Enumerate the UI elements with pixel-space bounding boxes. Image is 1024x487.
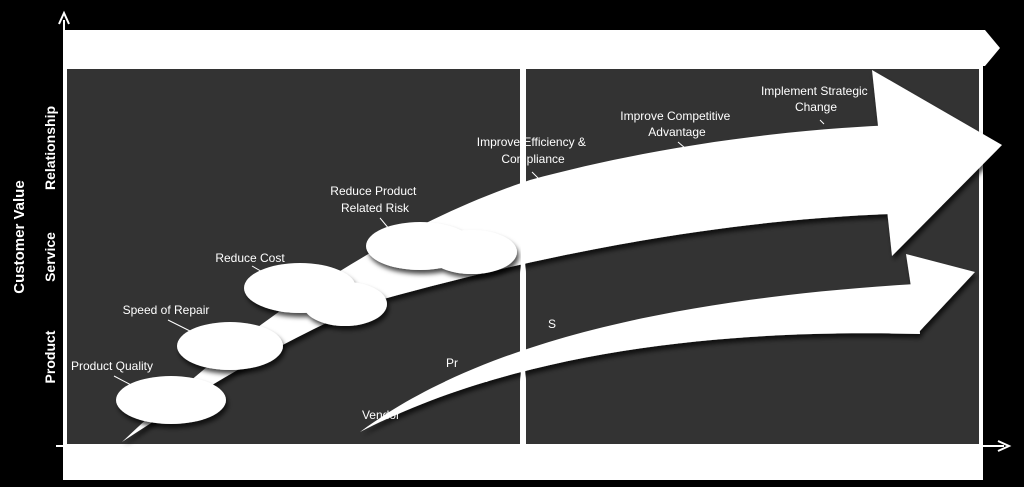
lower-label-partner-fragment: Pr — [446, 356, 458, 370]
bottom-bar — [63, 446, 983, 480]
milestone-label-competitive: Improve Competitive Advantage — [620, 109, 733, 139]
level-label-service: Service — [42, 232, 58, 282]
milestone-label-reduce-risk: Reduce Product Related Risk — [330, 184, 419, 215]
lower-label-s-fragment: S — [548, 317, 556, 331]
bubble-product-quality — [116, 376, 226, 424]
lower-label-supplier-fragment: pplier — [460, 371, 489, 385]
lower-growth-arrow — [360, 254, 975, 432]
milestone-label-efficiency: Improve Efficiency & Compliance — [477, 135, 590, 166]
milestone-label-reduce-cost: Reduce Cost — [215, 251, 285, 265]
bubble-reduce-cost-b — [303, 282, 387, 326]
y-axis-title: Customer Value — [11, 180, 28, 293]
bubble-speed-of-repair — [177, 322, 283, 370]
leader-lines — [113, 119, 825, 387]
y-axis-arrowhead — [58, 10, 70, 25]
milestone-label-product-quality: Product Quality — [71, 359, 153, 373]
milestone-label-speed-of-repair: Speed of Repair — [123, 303, 210, 317]
x-axis-arrowhead — [997, 440, 1012, 452]
level-label-product: Product — [42, 330, 58, 383]
main-growth-arrow — [122, 70, 1002, 442]
milestone-bubbles — [116, 222, 517, 424]
level-label-relationship: Relationship — [42, 106, 58, 190]
bubble-reduce-risk-b — [427, 230, 517, 274]
lower-label-vendor: Vendor — [362, 408, 400, 422]
top-banner-arrow — [64, 30, 1000, 66]
milestone-label-strategic: Implement Strategic Change — [761, 84, 871, 114]
